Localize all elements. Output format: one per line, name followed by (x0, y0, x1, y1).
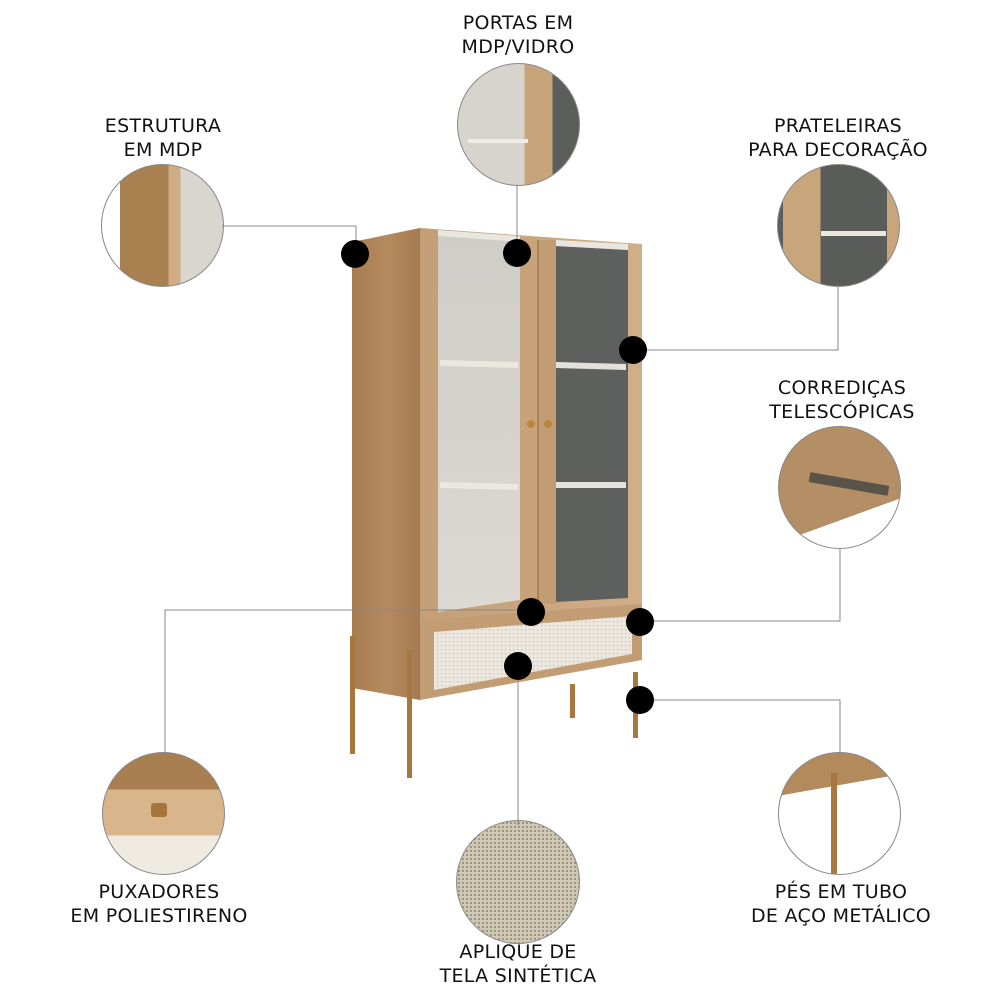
detail-circle-prateleiras (777, 164, 900, 287)
hotspot-puxadores[interactable] (517, 598, 545, 626)
hotspot-portas[interactable] (503, 239, 531, 267)
detail-circle-portas (457, 63, 580, 186)
detail-circle-aplique (456, 820, 580, 944)
feature-label-portas: PORTAS EM MDP/VIDRO (461, 12, 575, 58)
feature-label-aplique: APLIQUE DE TELA SINTÉTICA (439, 941, 597, 987)
feature-label-corredicas: CORREDIÇAS TELESCÓPICAS (769, 377, 915, 423)
detail-circle-estrutura (101, 164, 224, 287)
feature-label-estrutura: ESTRUTURA EM MDP (104, 115, 222, 161)
feature-label-prateleiras: PRATELEIRAS PARA DECORAÇÃO (748, 115, 928, 161)
hotspot-estrutura[interactable] (341, 240, 369, 268)
detail-circle-puxadores (102, 752, 225, 875)
hotspot-pes[interactable] (626, 686, 654, 714)
detail-circle-corredicas (778, 426, 901, 549)
hotspot-corredicas[interactable] (626, 608, 654, 636)
feature-label-puxadores: PUXADORES EM POLIESTIRENO (70, 881, 248, 927)
feature-label-pes: PÉS EM TUBO DE AÇO METÁLICO (750, 881, 932, 927)
hotspot-aplique[interactable] (504, 652, 532, 680)
hotspot-prateleiras[interactable] (619, 336, 647, 364)
